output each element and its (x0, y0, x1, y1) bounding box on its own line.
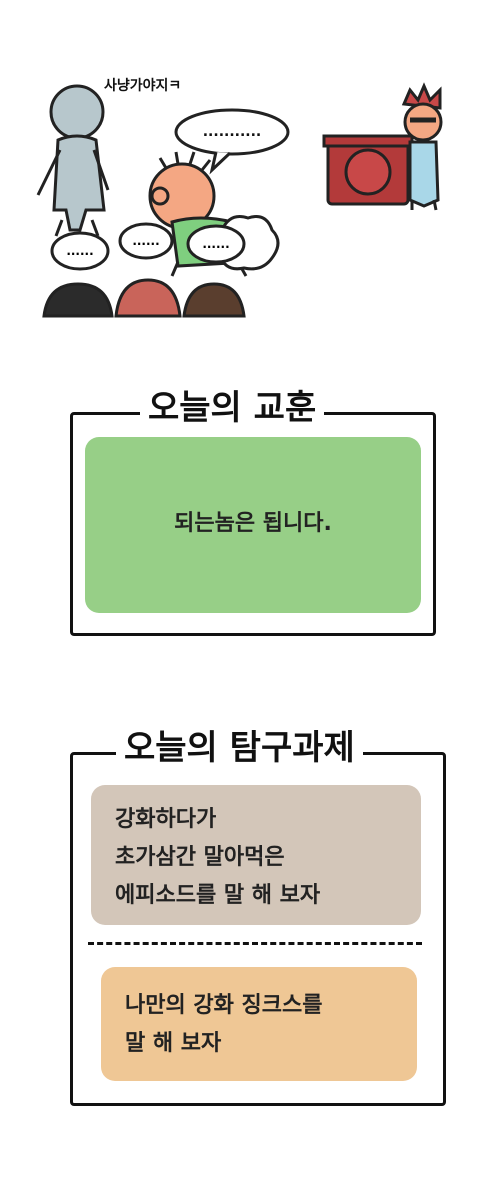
task-q1-line-1: 강화하다가 (115, 807, 217, 832)
task-question-2: 나만의 강화 징크스를 말 해 보자 (125, 987, 322, 1063)
crowd-heads (42, 278, 246, 318)
dashed-divider (88, 942, 422, 945)
lesson-title: 오늘의 교훈 (140, 388, 325, 428)
crowd-bubble-2-text: ...... (132, 234, 159, 248)
forge-box (322, 134, 414, 206)
task-q2-line-2: 말 해 보자 (125, 1031, 222, 1056)
task-title: 오늘의 탐구과제 (116, 728, 363, 768)
task-question-1: 강화하다가 초가삼간 말아먹은 에피소드를 말 해 보자 (115, 801, 320, 915)
scene-caption: 사냥가야지ㅋ (104, 77, 181, 94)
npc-character (401, 82, 443, 211)
crowd-bubble-1: ...... (50, 231, 110, 271)
task-q1-line-2: 초가삼간 말아먹은 (115, 845, 285, 870)
lesson-box: 되는놈은 됩니다. (70, 412, 436, 636)
task-panel-1: 강화하다가 초가삼간 말아먹은 에피소드를 말 해 보자 (91, 785, 421, 925)
crowd-bubble-2: ...... (118, 222, 174, 260)
task-q2-line-1: 나만의 강화 징크스를 (125, 993, 323, 1018)
lesson-panel: 되는놈은 됩니다. (85, 437, 421, 613)
crowd-bubble-3: ...... (186, 224, 246, 264)
task-box: 강화하다가 초가삼간 말아먹은 에피소드를 말 해 보자 나만의 강화 징크스를… (70, 752, 446, 1106)
lesson-text: 되는놈은 됩니다. (174, 511, 332, 536)
comic-scene: 사냥가야지ㅋ ........... (36, 77, 443, 318)
crowd-bubble-3-text: ...... (202, 237, 229, 251)
task-q1-line-3: 에피소드를 말 해 보자 (115, 883, 321, 908)
speech-bubble-text: ........... (203, 124, 262, 140)
armored-character (36, 84, 110, 237)
crowd-bubble-1-text: ...... (66, 244, 93, 258)
speech-bubble: ........... (174, 108, 290, 175)
task-panel-2: 나만의 강화 징크스를 말 해 보자 (101, 967, 417, 1081)
